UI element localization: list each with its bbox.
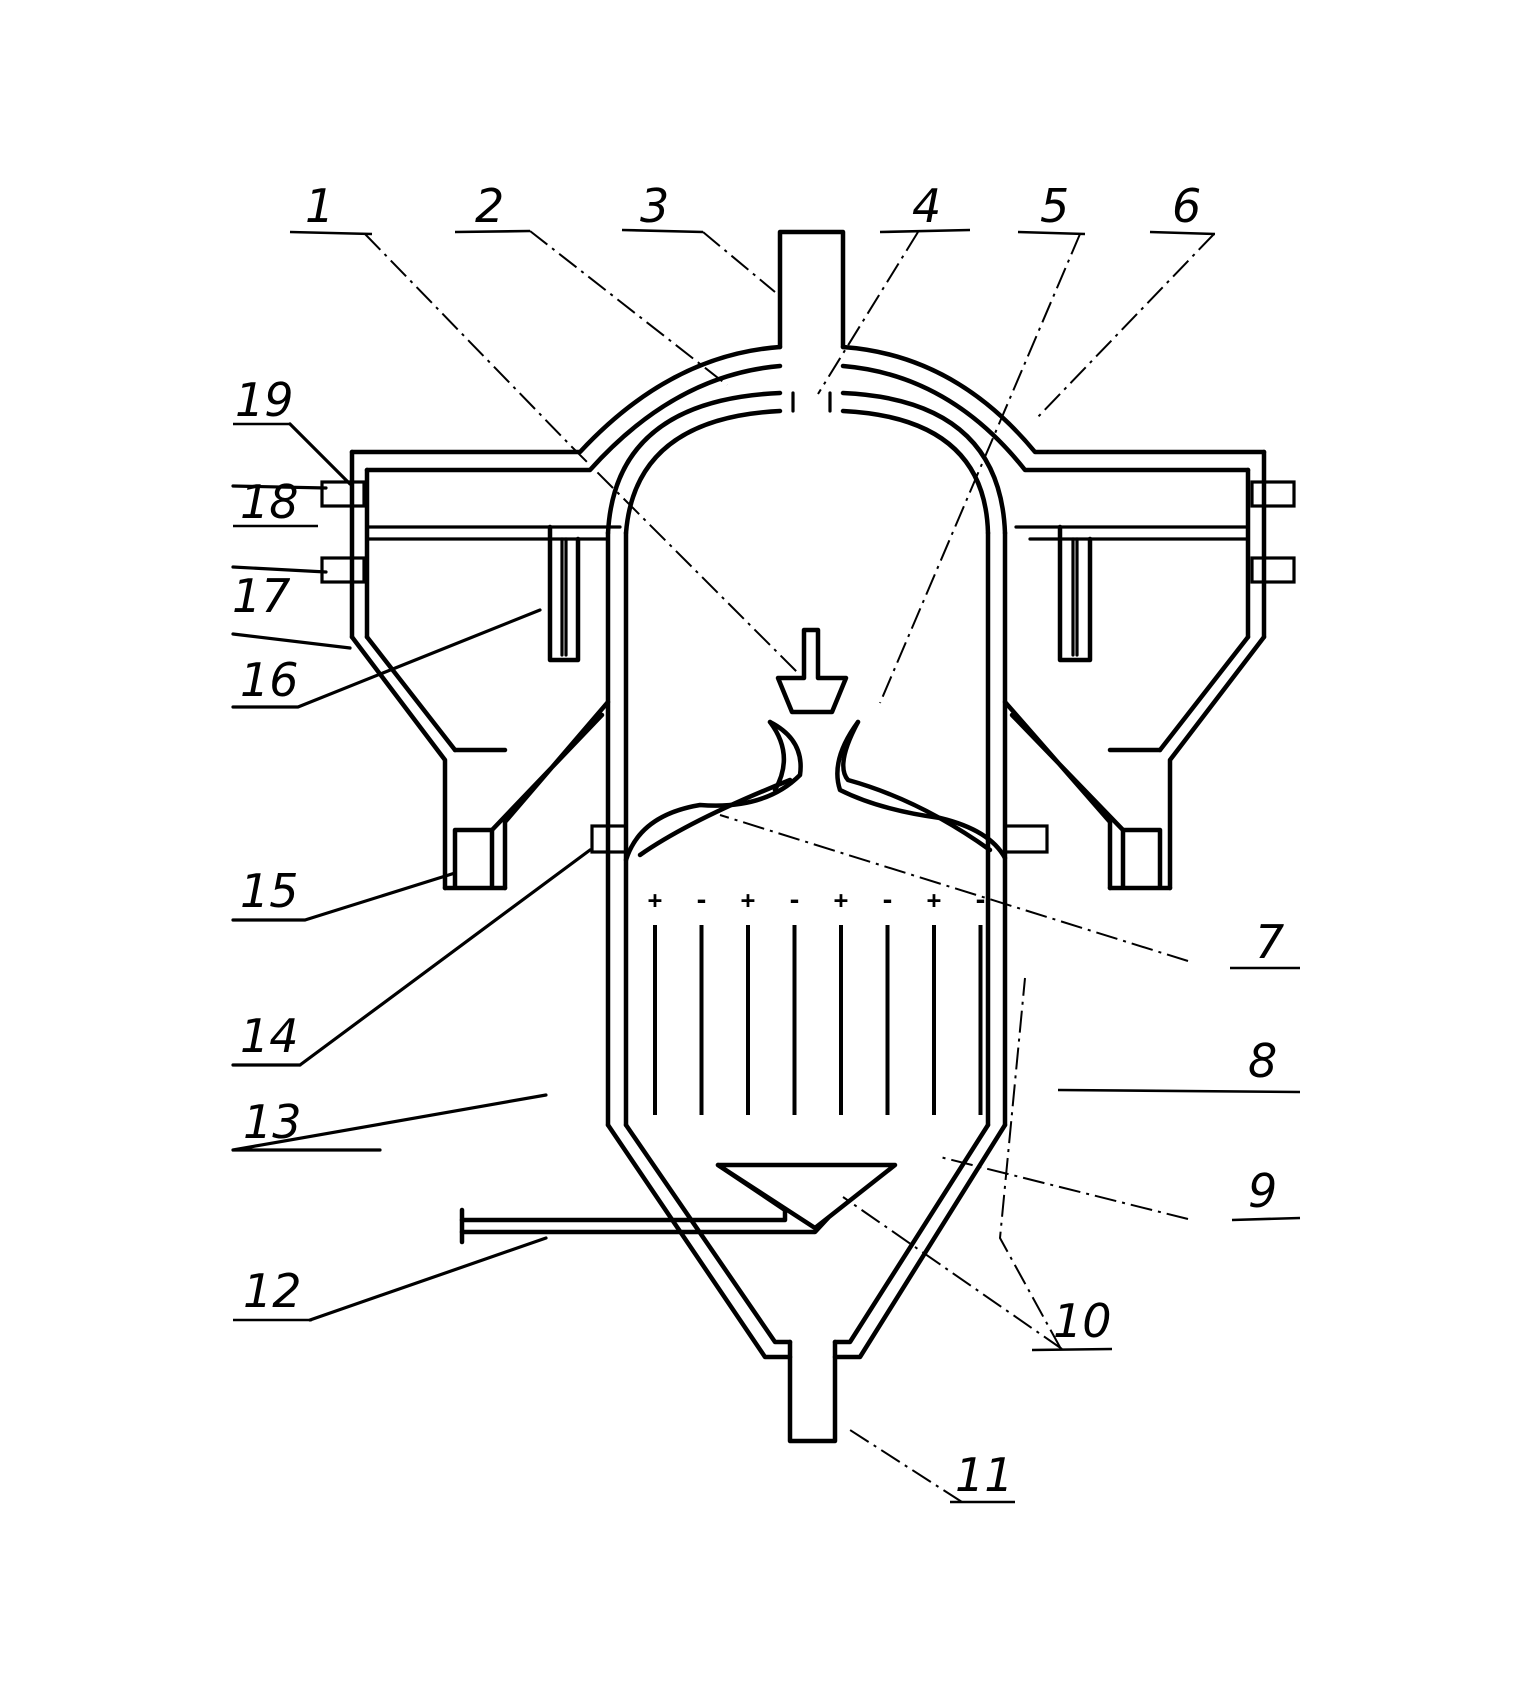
- top-outlet-pipe: [777, 229, 846, 350]
- svg-text:3: 3: [640, 179, 669, 233]
- bottom-distributor: [459, 1162, 898, 1245]
- main-vessel: [605, 530, 1008, 1444]
- electrode-polarity-8: -: [973, 886, 987, 914]
- label-4: 4: [879, 179, 971, 234]
- svg-text:6: 6: [1172, 179, 1201, 233]
- dip-tubes: [547, 524, 1093, 663]
- electrode-polarity-1: +: [648, 886, 662, 914]
- electrode-polarity-4: -: [787, 886, 801, 914]
- electrode-polarity-6: -: [880, 886, 894, 914]
- electrode-polarity-7: +: [927, 886, 941, 914]
- electrode-array: + - + - + - + -: [648, 886, 988, 1115]
- label-13: 13: [243, 1095, 302, 1149]
- svg-text:18: 18: [240, 475, 299, 529]
- electrode-polarity-5: +: [834, 886, 848, 914]
- label-18: 18: [233, 475, 318, 529]
- label-6: 6: [1149, 179, 1216, 236]
- label-16: 16: [240, 653, 299, 707]
- feed-inlet: [623, 627, 1008, 863]
- svg-text:9: 9: [1248, 1164, 1277, 1218]
- leader-lines: [231, 230, 1215, 1503]
- left-hopper: [320, 480, 611, 891]
- svg-text:16: 16: [240, 653, 299, 707]
- svg-text:8: 8: [1248, 1034, 1277, 1088]
- label-7: 7: [1230, 915, 1300, 970]
- right-hopper: [1002, 480, 1296, 891]
- label-12: 12: [233, 1264, 312, 1322]
- electrode-polarity-3: +: [741, 886, 755, 914]
- label-2: 2: [454, 179, 531, 234]
- electrode-polarity-2: -: [694, 886, 708, 914]
- svg-text:12: 12: [243, 1264, 302, 1318]
- label-5: 5: [1017, 179, 1086, 236]
- svg-text:15: 15: [240, 864, 299, 918]
- label-14: 14: [240, 1009, 299, 1063]
- svg-text:5: 5: [1040, 179, 1069, 233]
- svg-text:14: 14: [240, 1009, 299, 1063]
- svg-text:19: 19: [235, 373, 294, 427]
- label-8: 8: [1057, 1034, 1301, 1094]
- label-1: 1: [289, 179, 373, 236]
- svg-text:1: 1: [305, 179, 334, 233]
- label-15: 15: [240, 864, 299, 918]
- label-11: 11: [950, 1448, 1015, 1504]
- label-17: 17: [232, 569, 291, 623]
- svg-text:7: 7: [1255, 915, 1284, 969]
- side-nozzles: [590, 824, 1049, 854]
- svg-text:2: 2: [475, 179, 504, 233]
- inner-dome: [605, 390, 1008, 536]
- svg-text:13: 13: [243, 1095, 302, 1149]
- svg-text:17: 17: [232, 569, 291, 623]
- svg-text:10: 10: [1053, 1294, 1112, 1348]
- label-9: 9: [1231, 1164, 1301, 1222]
- label-19: 19: [233, 373, 352, 486]
- label-3: 3: [621, 179, 704, 234]
- outer-shell: [349, 344, 1267, 640]
- svg-text:11: 11: [955, 1448, 1014, 1502]
- svg-text:4: 4: [912, 179, 941, 233]
- label-10: 10: [1031, 1294, 1113, 1352]
